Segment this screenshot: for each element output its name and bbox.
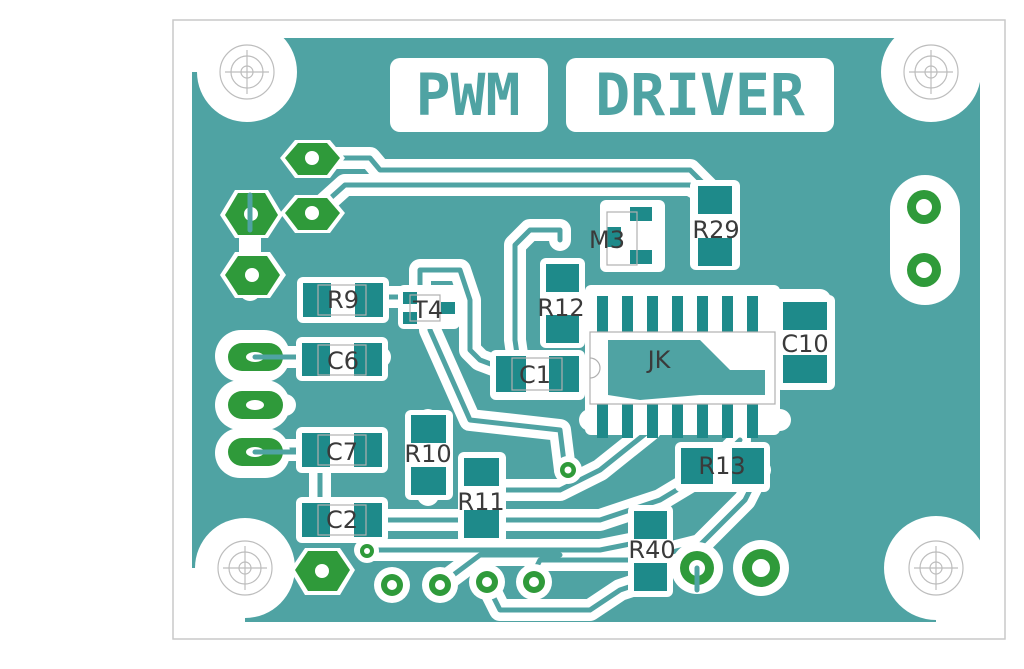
smd-pads [302, 186, 827, 591]
label-r11: R11 [457, 488, 504, 516]
tht-pads [225, 143, 941, 596]
c1-pad-a [496, 356, 526, 392]
c10-pad-a [783, 302, 827, 330]
r11-pad-b [464, 510, 499, 538]
label-r13: R13 [698, 452, 745, 480]
board-title-driver: DRIVER [595, 61, 805, 129]
m3-pad-a [630, 207, 652, 221]
mounting-hole-top-right [903, 44, 959, 100]
label-c2: C2 [326, 506, 358, 534]
r10-pad-a [411, 415, 446, 443]
label-r29: R29 [692, 216, 739, 244]
c1-outline [511, 357, 563, 391]
label-r40: R40 [628, 536, 675, 564]
mounting-hole-bottom-right [908, 540, 964, 596]
c1-pad-b [549, 356, 579, 392]
r10-pad-b [411, 467, 446, 495]
label-c1: C1 [519, 361, 551, 389]
r12-pad-a [546, 264, 579, 292]
t4-outline [409, 294, 441, 322]
r13-pad-b [732, 448, 764, 484]
m3-pad-c [607, 227, 621, 247]
board-title: PWM DRIVER [416, 61, 805, 129]
r9-outline [317, 284, 367, 316]
r11-pad-a [464, 458, 499, 486]
mounting-holes [217, 44, 964, 596]
jk-ic-outline [589, 331, 776, 405]
c7-outline [317, 434, 367, 466]
label-c6: C6 [327, 347, 359, 375]
r9-pad-a [303, 283, 331, 317]
c2-outline [317, 504, 367, 536]
label-m3: M3 [589, 226, 625, 254]
r40-pad-b [634, 563, 667, 591]
c7-pad-b [354, 433, 382, 467]
m3-pad-b [630, 250, 652, 264]
m3-outline [606, 211, 638, 266]
c7-pad-a [302, 433, 330, 467]
jk-ic-internal-copper [608, 340, 765, 400]
label-t4: T4 [412, 296, 443, 324]
c6-outline [317, 344, 367, 376]
label-c10: C10 [781, 330, 828, 358]
r13-pad-a [681, 448, 713, 484]
c2-pad-a [302, 503, 330, 537]
label-r10: R10 [404, 440, 451, 468]
c6-pad-a [302, 343, 330, 376]
title-clearance [390, 58, 834, 132]
c10-pad-b [783, 355, 827, 383]
board-title-pwm: PWM [416, 61, 521, 129]
r12-pad-b [546, 315, 579, 343]
label-c7: C7 [326, 438, 358, 466]
label-r12: R12 [537, 294, 584, 322]
c6-pad-b [354, 343, 382, 376]
label-jk: JK [646, 346, 672, 374]
r40-pad-a [634, 511, 667, 539]
component-labels: M3 R29 R9 T4 R12 C6 C1 JK C10 C7 R10 R13… [326, 216, 829, 564]
r29-pad-b [698, 238, 732, 266]
mounting-hole-bottom-left [217, 540, 273, 596]
r29-pad-a [698, 186, 732, 214]
t4-pad-c [441, 302, 455, 314]
c2-pad-b [354, 503, 382, 537]
label-r9: R9 [327, 286, 359, 314]
silkscreen [317, 211, 776, 536]
jk-ic-pins [597, 296, 758, 438]
mounting-hole-top-left [219, 44, 275, 100]
r9-pad-b [355, 283, 383, 317]
